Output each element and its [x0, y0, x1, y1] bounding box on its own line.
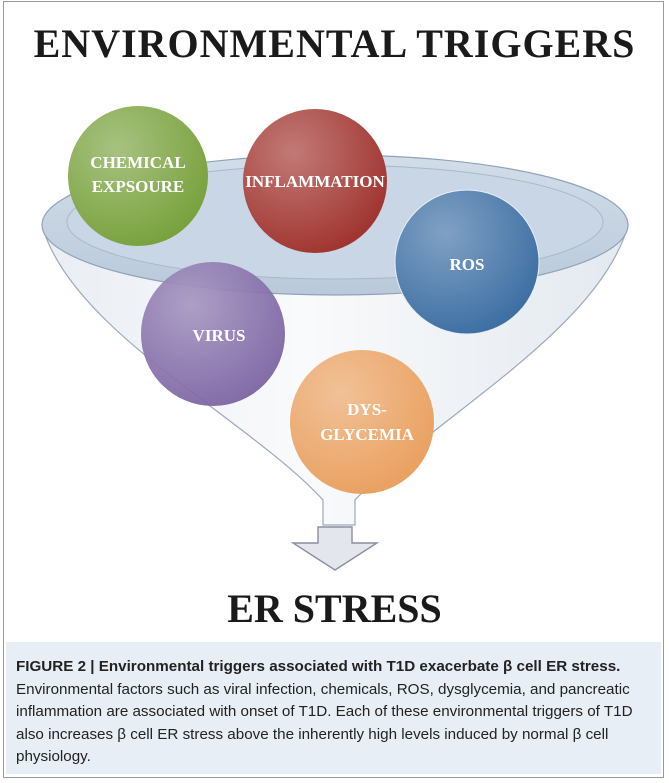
- trigger-circle-ros: ROS: [394, 189, 540, 335]
- trigger-circle-inflammation: INFLAMMATION: [243, 109, 387, 253]
- trigger-label-line2: EXPSOURE: [92, 177, 185, 196]
- trigger-circle-chemical-exposure: CHEMICAL EXPSOURE: [68, 106, 208, 246]
- trigger-label-line2: GLYCEMIA: [320, 425, 415, 444]
- caption-heading: FIGURE 2 | Environmental triggers associ…: [16, 658, 621, 675]
- trigger-circle-dysglycemia: DYS- GLYCEMIA: [290, 350, 434, 494]
- trigger-label: INFLAMMATION: [245, 172, 385, 191]
- diagram-title: ENVIRONMENTAL TRIGGERS: [33, 21, 636, 66]
- figure-caption: FIGURE 2 | Environmental triggers associ…: [6, 642, 661, 774]
- trigger-label-line1: DYS-: [347, 400, 387, 419]
- funnel-diagram: CHEMICAL EXPSOURE INFLAMMATION ROS VIRUS…: [41, 106, 629, 571]
- result-label: ER STRESS: [227, 586, 442, 631]
- trigger-circle-virus: VIRUS: [141, 262, 285, 406]
- down-arrow-icon: [290, 526, 380, 571]
- trigger-label: ROS: [450, 255, 485, 274]
- trigger-label-line1: CHEMICAL: [90, 153, 185, 172]
- caption-body: Environmental factors such as viral infe…: [16, 680, 633, 766]
- trigger-label: VIRUS: [193, 326, 246, 345]
